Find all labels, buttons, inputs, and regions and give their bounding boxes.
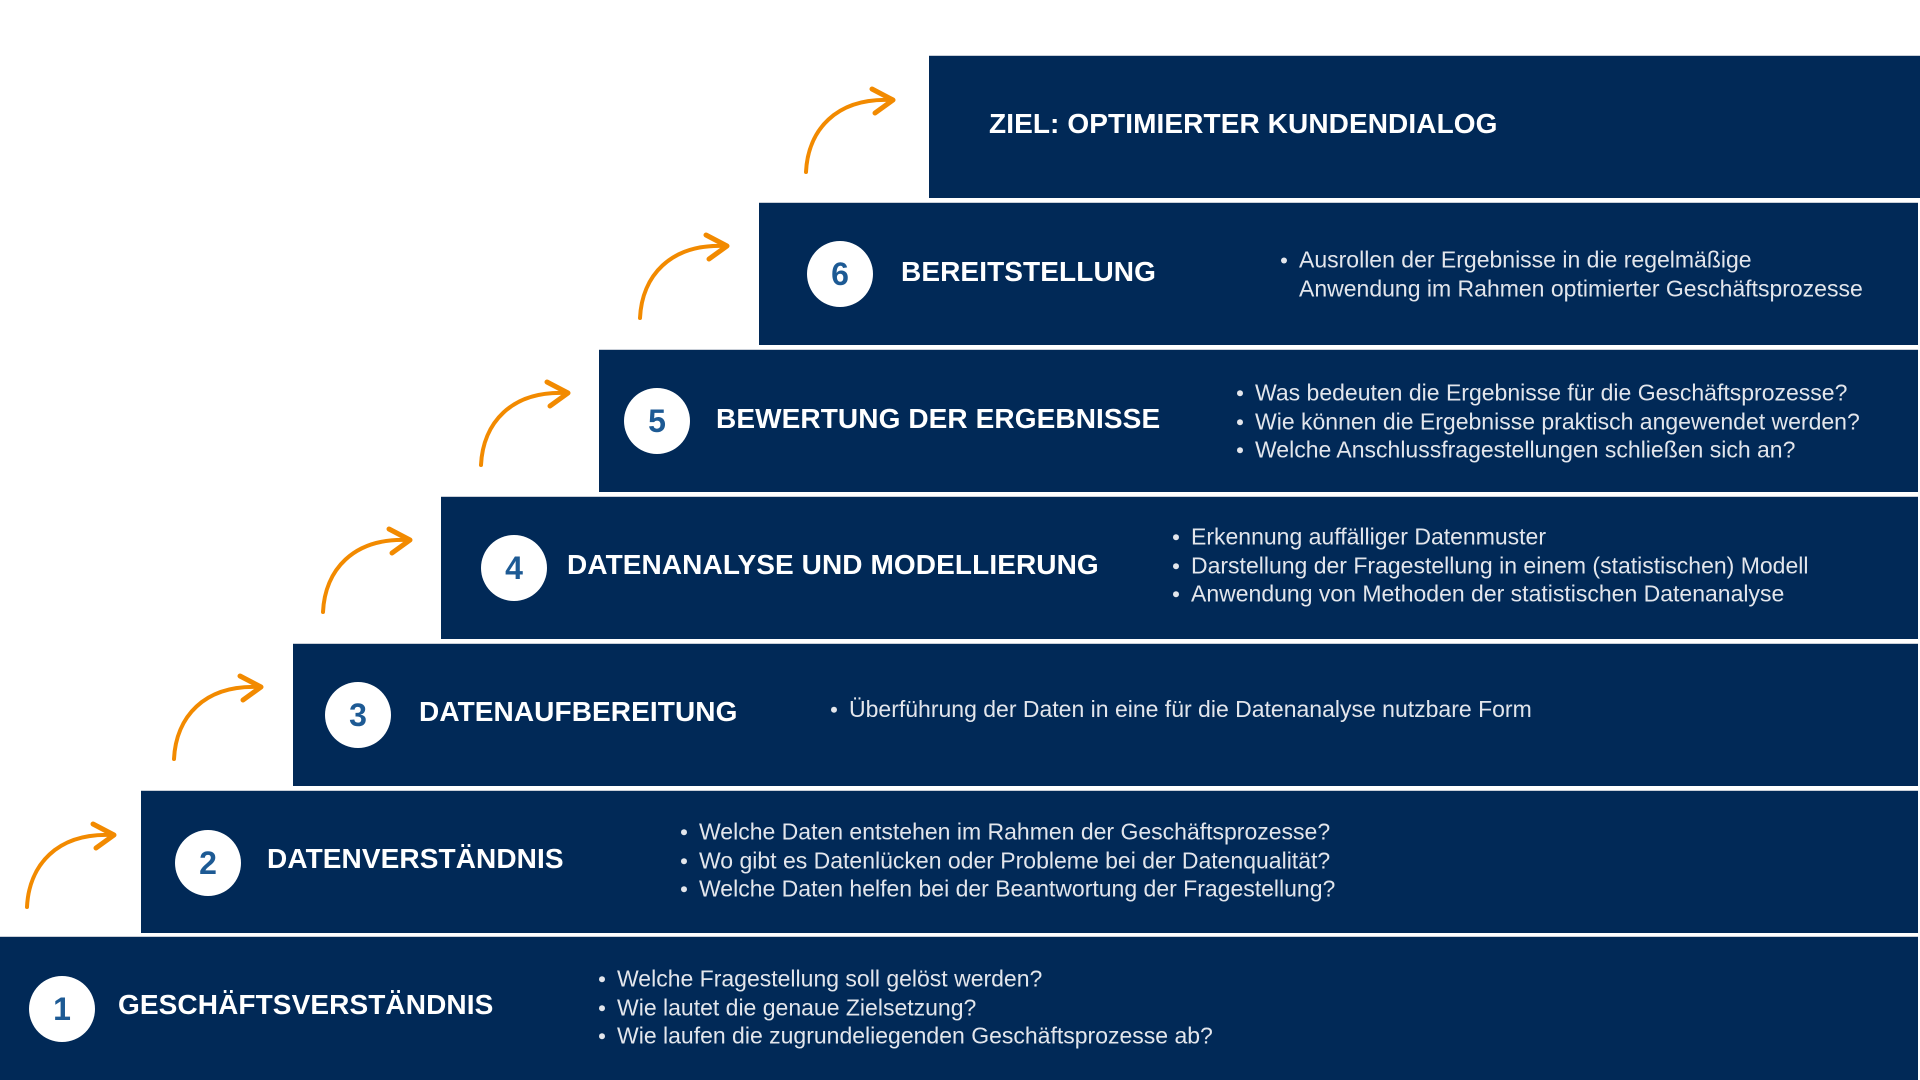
step-bullet-list: Was bedeuten die Ergebnisse für die Gesc… (1237, 378, 1860, 464)
bullet-item: Welche Daten entstehen im Rahmen der Ges… (681, 817, 1335, 846)
bullet-item: Wie lautet die genaue Zielsetzung? (599, 993, 1213, 1022)
step-title: DATENANALYSE UND MODELLIERUNG (567, 549, 1099, 580)
step-3-datenaufbereitung: 3 DATENAUFBEREITUNG Überführung der Date… (293, 644, 1918, 786)
step-5-bewertung: 5 BEWERTUNG DER ERGEBNISSE Was bedeuten … (599, 350, 1918, 492)
bullet-item: Wie können die Ergebnisse praktisch ange… (1237, 407, 1860, 436)
bullet-item: Darstellung der Fragestellung in einem (… (1173, 551, 1808, 580)
step-number-badge: 6 (807, 241, 873, 307)
bullet-item: Überführung der Daten in eine für die Da… (831, 695, 1532, 724)
bullet-item: Ausrollen der Ergebnisse in die regelmäß… (1281, 246, 1863, 275)
step-4-datenanalyse: 4 DATENANALYSE UND MODELLIERUNG Erkennun… (441, 497, 1918, 639)
step-number-badge: 1 (29, 976, 95, 1042)
step-bullet-list: Welche Daten entstehen im Rahmen der Ges… (681, 817, 1335, 903)
step-bullet-list: Ausrollen der Ergebnisse in die regelmäß… (1281, 246, 1863, 303)
step-title: GESCHÄFTSVERSTÄNDNIS (118, 989, 494, 1020)
bullet-item: Erkennung auffälliger Datenmuster (1173, 522, 1808, 551)
bullet-item-continuation: Anwendung im Rahmen optimierter Geschäft… (1299, 275, 1863, 301)
step-6-bereitstellung: 6 BEREITSTELLUNG Ausrollen der Ergebniss… (759, 203, 1918, 345)
bullet-item: Anwendung von Methoden der statistischen… (1173, 579, 1808, 608)
step-number-badge: 4 (481, 535, 547, 601)
goal-title: ZIEL: OPTIMIERTER KUNDENDIALOG (989, 108, 1498, 139)
bullet-item: Welche Anschlussfragestellungen schließe… (1237, 435, 1860, 464)
bullet-item: Welche Fragestellung soll gelöst werden? (599, 964, 1213, 993)
step-title: BEREITSTELLUNG (901, 256, 1156, 287)
step-number-badge: 2 (175, 830, 241, 896)
bullet-item: Was bedeuten die Ergebnisse für die Gesc… (1237, 378, 1860, 407)
step-title: BEWERTUNG DER ERGEBNISSE (716, 403, 1161, 434)
step-2-datenverstaendnis: 2 DATENVERSTÄNDNIS Welche Daten entstehe… (141, 791, 1918, 933)
step-1-geschaeftsverstaendnis: 1 GESCHÄFTSVERSTÄNDNIS Welche Fragestell… (0, 937, 1918, 1080)
step-bullet-list: Erkennung auffälliger Datenmuster Darste… (1173, 522, 1808, 608)
bullet-item: Welche Daten helfen bei der Beantwortung… (681, 874, 1335, 903)
goal-step: ZIEL: OPTIMIERTER KUNDENDIALOG (929, 56, 1920, 198)
step-number-badge: 3 (325, 682, 391, 748)
step-bullet-list: Überführung der Daten in eine für die Da… (831, 695, 1532, 724)
step-bullet-list: Welche Fragestellung soll gelöst werden?… (599, 964, 1213, 1050)
step-title: DATENAUFBEREITUNG (419, 696, 738, 727)
bullet-item: Wie laufen die zugrundeliegenden Geschäf… (599, 1021, 1213, 1050)
step-number-badge: 5 (624, 388, 690, 454)
bullet-item: Wo gibt es Datenlücken oder Probleme bei… (681, 846, 1335, 875)
step-title: DATENVERSTÄNDNIS (267, 843, 564, 874)
